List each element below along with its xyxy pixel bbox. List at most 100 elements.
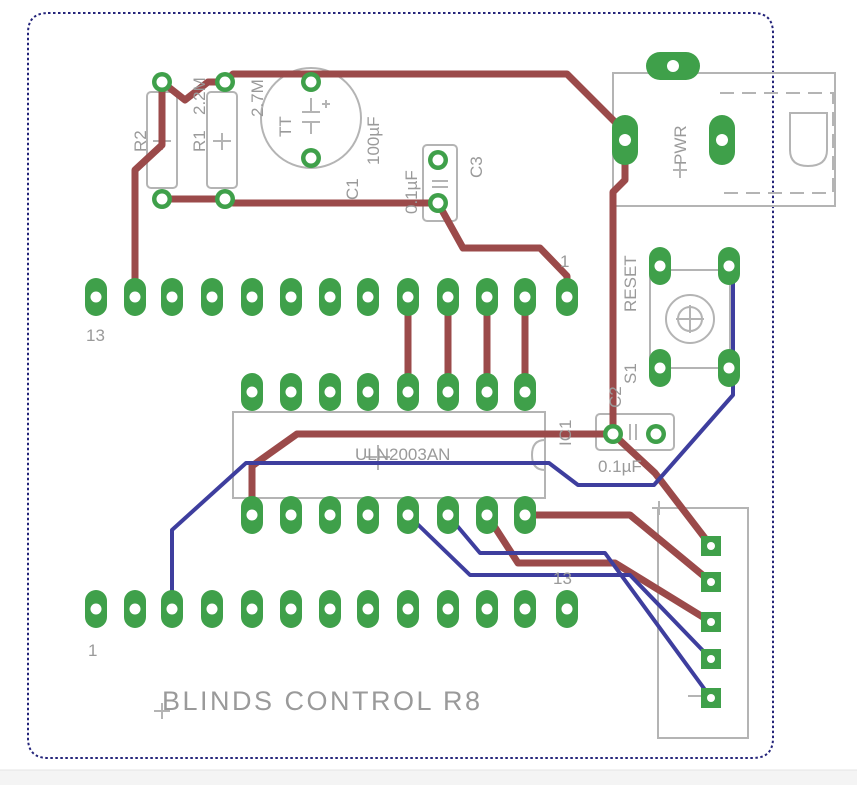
ic1-bottom-pad <box>397 496 419 534</box>
trace-c3-bus <box>158 195 442 207</box>
ic1-bottom-pad <box>357 496 379 534</box>
reset-pad <box>649 349 671 387</box>
trace-header-to-reset <box>170 264 735 611</box>
header-top-pad <box>357 278 379 316</box>
header-top-pad <box>124 278 146 316</box>
ic1-bottom-pad <box>437 496 459 534</box>
pads-layer <box>85 52 740 708</box>
trace-r2-to-header <box>131 78 166 301</box>
header-bottom-pin1-label: 1 <box>88 641 97 660</box>
header-top-pad <box>514 278 536 316</box>
c1-label: C1 <box>343 178 362 200</box>
reset-pad <box>718 349 740 387</box>
header-bottom-pad <box>476 590 498 628</box>
trace-ic-common <box>248 430 715 550</box>
r2-value-label: 2.7M <box>248 79 267 117</box>
c3-label: C3 <box>467 156 486 178</box>
header-top-pad <box>397 278 419 316</box>
status-strip <box>0 770 857 785</box>
r1-pad <box>215 72 235 92</box>
header-top-pad <box>241 278 263 316</box>
ic1-bottom-pad <box>280 496 302 534</box>
header-top-pad <box>161 278 183 316</box>
header-top-pad <box>319 278 341 316</box>
c2-pad <box>603 424 623 444</box>
header-top-pad <box>280 278 302 316</box>
header-bottom-pad <box>319 590 341 628</box>
header-bottom-pad <box>124 590 146 628</box>
c1-polarity-label: TT <box>276 116 295 137</box>
connector-pad <box>701 572 721 592</box>
header-top-pin-label: 13 <box>86 326 105 345</box>
header-bottom-pad <box>85 590 107 628</box>
header-top-pad <box>556 278 578 316</box>
c1-pad <box>301 72 321 92</box>
r1-body <box>206 91 238 189</box>
bottom-copper-layer <box>170 264 735 700</box>
header-top-pin1-label: 1 <box>560 252 569 271</box>
pwr-pad <box>709 115 735 165</box>
ic1-top-pad <box>476 373 498 411</box>
r2-pad <box>152 189 172 209</box>
board-title: BLINDS CONTROL R8 <box>162 686 483 716</box>
ic1-top-pad <box>280 373 302 411</box>
connector-pad <box>701 612 721 632</box>
header-bottom-pad <box>437 590 459 628</box>
ic1-bottom-pad <box>319 496 341 534</box>
c1-value-label: 100µF <box>364 116 383 165</box>
c3-pad <box>428 193 448 213</box>
ic1-body <box>232 411 546 499</box>
c2-value-label: 0.1µF <box>598 457 642 476</box>
header-top-pad <box>476 278 498 316</box>
c3-pad <box>428 150 448 170</box>
r1-label: R1 <box>190 130 209 152</box>
header-bottom-pad <box>161 590 183 628</box>
header-bottom-pad <box>397 590 419 628</box>
c3-value-label: 0.1µF <box>402 170 421 214</box>
reset-pad <box>649 247 671 285</box>
r1-pad <box>215 189 235 209</box>
reset-pad <box>718 247 740 285</box>
ic1-top-pad <box>357 373 379 411</box>
r2-pad <box>152 72 172 92</box>
header-bottom-pad <box>514 590 536 628</box>
s1-label: S1 <box>621 363 640 384</box>
ic1-part-label: ULN2003AN <box>355 445 450 464</box>
pwr-label: PWR <box>671 125 690 165</box>
connector-pin-label: 13 <box>553 569 572 588</box>
connector-pad <box>701 536 721 556</box>
c1-pad <box>301 148 321 168</box>
header-bottom-pad <box>556 590 578 628</box>
pwr-pad <box>646 52 700 80</box>
ic1-top-pad <box>319 373 341 411</box>
silkscreen-text: R2 R1 2.2M 2.7M TT C1 100µF C3 0.1µF PWR… <box>86 77 690 716</box>
ic1-top-pad <box>437 373 459 411</box>
ic1-top-pad <box>241 373 263 411</box>
r1-value-label: 2.2M <box>190 77 209 115</box>
header-top-pad <box>85 278 107 316</box>
ic1-bottom-pad <box>514 496 536 534</box>
reset-label: RESET <box>621 255 640 312</box>
pwr-pad <box>612 115 638 165</box>
header-bottom-pad <box>357 590 379 628</box>
ic1-bottom-pad <box>476 496 498 534</box>
board-outline <box>27 12 774 759</box>
header-bottom-pad <box>201 590 223 628</box>
c2-label: C2 <box>606 386 625 408</box>
header-top-pad <box>201 278 223 316</box>
ic1-label: IC1 <box>556 420 575 446</box>
header-top-pad <box>437 278 459 316</box>
connector-pad <box>701 688 721 708</box>
ic1-top-pad <box>514 373 536 411</box>
c2-pad <box>646 424 666 444</box>
connector-pad <box>701 649 721 669</box>
c3-body <box>422 144 458 222</box>
ic1-top-pad <box>397 373 419 411</box>
reset-switch-body <box>649 269 731 369</box>
header-bottom-pad <box>280 590 302 628</box>
r2-label: R2 <box>131 130 150 152</box>
header-bottom-pad <box>241 590 263 628</box>
ic1-bottom-pad <box>241 496 263 534</box>
